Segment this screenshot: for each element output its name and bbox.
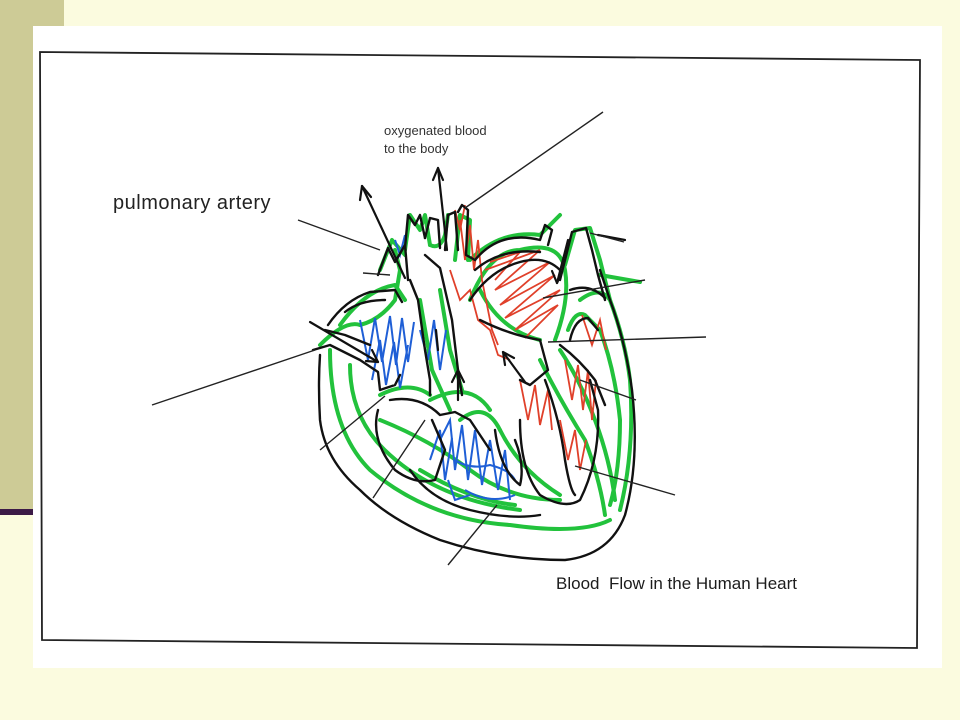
pointer-pulmonary-artery	[297, 219, 381, 251]
label-oxygenated-line1: oxygenated blood	[384, 123, 487, 138]
heart-outline	[311, 203, 636, 562]
title-rest: in the Human Heart	[649, 574, 797, 593]
pointer-right-atrium	[319, 395, 386, 451]
pointer-wall	[579, 379, 637, 401]
arrow-up-septum	[434, 328, 440, 352]
pointer-left-atrium	[589, 232, 625, 243]
label-pulmonary-artery: pulmonary artery	[113, 192, 272, 214]
label-pointer-lines	[151, 111, 707, 566]
pointer-apex	[574, 465, 676, 496]
pointer-tricuspid	[372, 419, 426, 499]
label-oxygenated-blood: oxygenated blood to the body	[384, 122, 487, 158]
arrow-pulmonary-left	[360, 184, 407, 280]
title-word-blood: Blood	[556, 574, 600, 593]
pointer-mitral	[542, 279, 646, 299]
arrow-vena-cava	[308, 320, 380, 364]
label-oxygenated-line2: to the body	[384, 141, 449, 156]
slide-side-underline	[0, 509, 36, 515]
title-word-flow: Flow	[608, 574, 645, 593]
arrow-to-body	[436, 166, 449, 252]
flow-arrows	[308, 166, 627, 402]
arrow-left-ventricle	[501, 350, 527, 384]
diagram-title: Blood Flow in the Human Heart	[556, 574, 797, 594]
diagram-sheet	[33, 26, 942, 668]
pointer-oxygenated	[464, 111, 604, 209]
arrow-pulmonary-vein	[555, 238, 570, 285]
diagram-frame	[39, 51, 921, 649]
pointer-upper-left	[362, 272, 391, 276]
pointer-right-ventricle	[447, 504, 498, 566]
pointer-septum	[547, 336, 707, 343]
pointer-vena-cava	[151, 349, 316, 406]
